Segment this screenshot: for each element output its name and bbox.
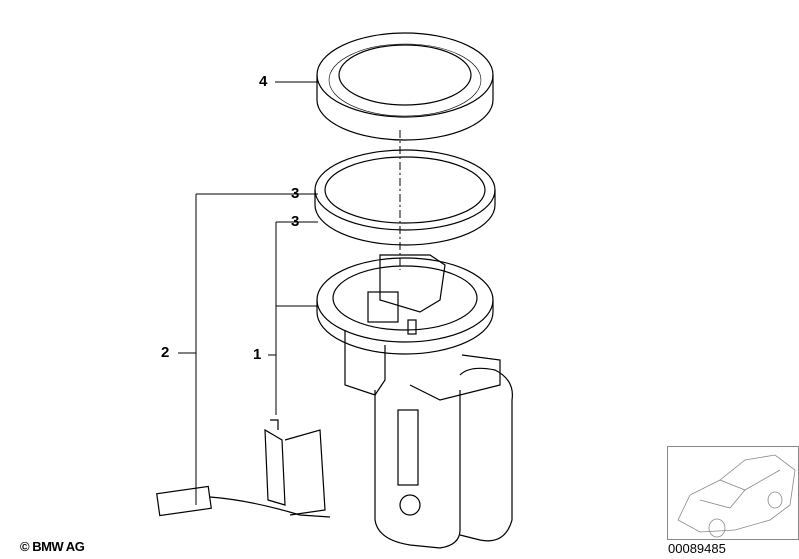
callout-2[interactable]: 2 <box>161 344 170 361</box>
callout-3-lower[interactable]: 3 <box>291 213 300 230</box>
reference-number: 00089485 <box>668 541 726 556</box>
level-sensor <box>156 419 331 518</box>
vehicle-thumbnail-frame <box>667 446 799 540</box>
fuel-pump-unit <box>316 254 513 549</box>
callout-4[interactable]: 4 <box>259 73 268 90</box>
seal-ring <box>314 149 496 246</box>
callout-1[interactable]: 1 <box>253 346 262 363</box>
vehicle-thumbnail-car <box>677 454 796 538</box>
locking-ring <box>316 32 494 141</box>
leader-lines <box>178 81 401 505</box>
copyright-label: © BMW AG <box>20 539 85 554</box>
callout-3-upper[interactable]: 3 <box>291 185 300 202</box>
